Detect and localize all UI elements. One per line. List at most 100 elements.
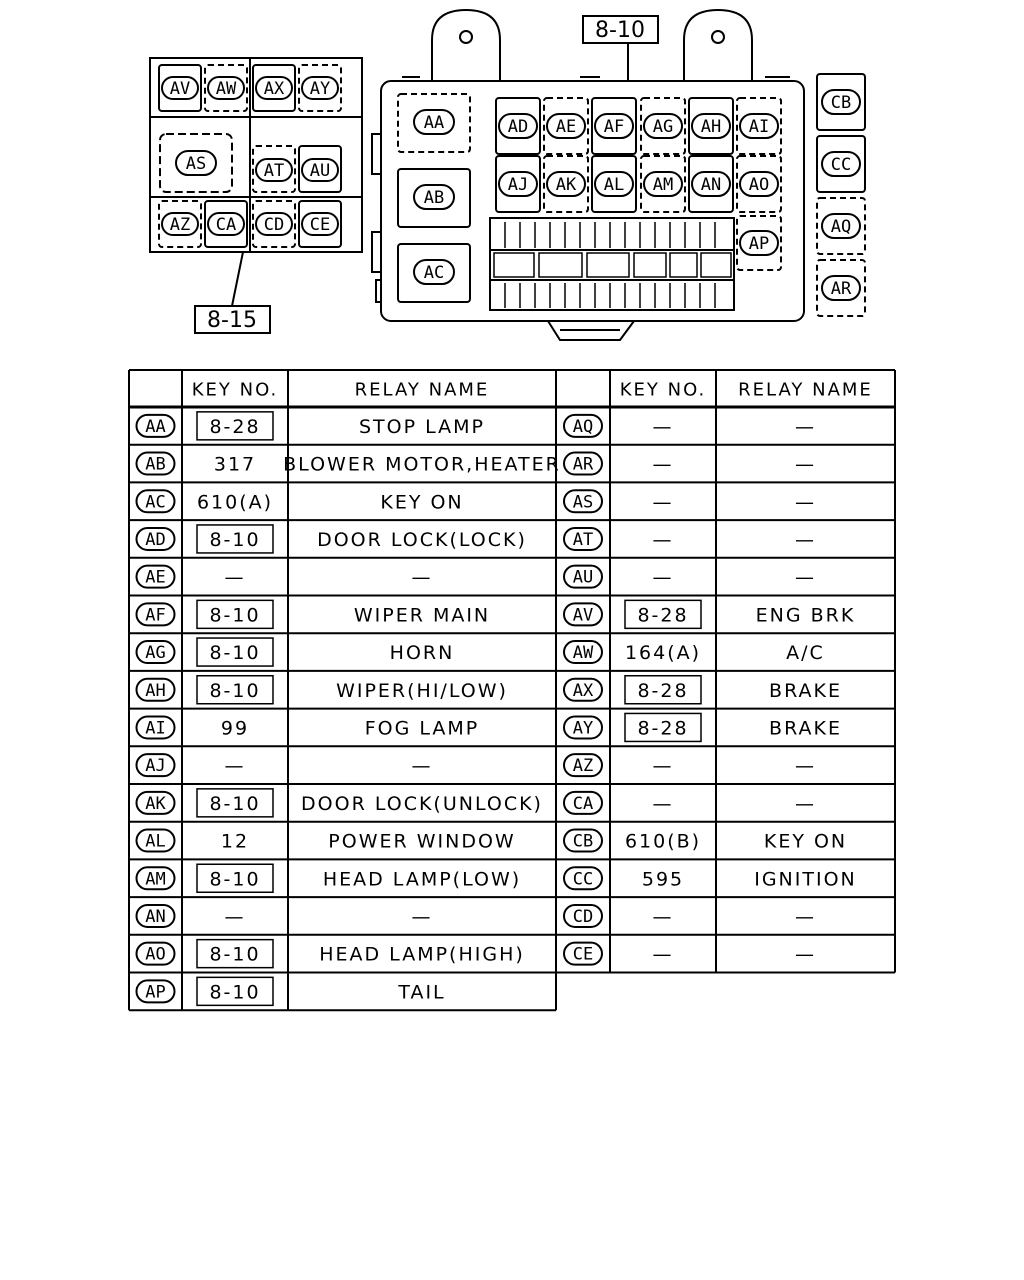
relay-id-oval [135,828,176,853]
svg-text:AA: AA [424,113,444,133]
key-no-box [196,863,274,893]
relay-id: AT [573,530,593,550]
key-no: 8-10 [209,642,260,664]
side-relay-box [816,135,866,193]
relay-name: IGNITION [754,868,857,890]
relay-as: AS [175,150,217,176]
key-no-box [196,524,274,554]
svg-text:AG: AG [653,117,673,137]
relay-ah: AH [691,113,731,139]
relay-name: — [795,491,816,513]
relay-id-oval [135,413,176,438]
svg-text:AK: AK [556,175,577,195]
relay-ap: AP [739,230,779,256]
relay-name: — [795,454,816,476]
svg-text:CE: CE [310,215,330,235]
relay-name: — [795,529,816,551]
relay-ag: AG [643,113,683,139]
relay-ax: AX [255,76,293,100]
relay-id-oval [135,489,176,514]
relay-name: ENG BRK [756,604,856,626]
svg-text:AE: AE [556,117,576,137]
relay-id-oval [563,564,603,589]
relay-aj: AJ [498,171,538,197]
relay-id: AE [145,568,165,588]
relay-id-oval [563,602,603,627]
main-relay-large-box [397,243,471,303]
key-no: 595 [642,868,684,890]
relay-name: KEY ON [764,831,847,853]
relay-id-oval [135,790,176,815]
relay-name: KEY ON [380,491,463,513]
key-no-box [196,675,274,705]
relay-id: AB [145,455,165,475]
relay-af: AF [594,113,634,139]
key-no-box [624,675,702,705]
svg-text:AI: AI [749,117,769,137]
key-no-box [196,788,274,818]
right-header-key-no: KEY NO. [620,380,707,401]
sub-relay-box [204,200,248,248]
callout-main: 8-10 [595,18,645,43]
svg-text:AW: AW [216,79,237,99]
relay-id: AW [573,643,594,663]
key-no: — [653,567,674,589]
main-relay-small-box [495,97,541,155]
key-no-box [196,411,274,441]
relay-name: — [412,906,433,928]
relay-id-oval [135,677,176,702]
relay-id-oval [135,640,176,665]
key-no: — [653,906,674,928]
key-no: 8-28 [209,416,260,438]
callout-sub: 8-15 [207,308,257,333]
relay-id-oval [563,640,603,665]
key-no: 8-10 [209,604,260,626]
svg-text:AD: AD [508,117,528,137]
sub-relay-box [252,64,296,112]
table-grid [128,369,896,1012]
relay-name: — [412,755,433,777]
relay-an: AN [691,171,731,197]
relay-ae: AE [546,113,586,139]
svg-text:AF: AF [604,117,624,137]
key-no: 8-28 [637,604,688,626]
relay-id: AG [145,643,165,663]
table-row: AR—— [563,451,816,476]
relay-ad: AD [498,113,538,139]
relay-id: CD [573,907,593,927]
svg-text:AX: AX [264,79,285,99]
table-row: AU—— [563,564,814,589]
callout-sub-box [194,305,271,334]
key-no-box [196,637,274,667]
relay-at: AT [255,158,293,182]
relay-id: AR [573,455,594,475]
key-no: 8-28 [637,680,688,702]
relay-name: WIPER(HI/LOW) [336,680,508,702]
relay-al: AL [594,171,634,197]
relay-ay: AY [301,76,339,100]
main-relay-small-box [736,215,782,271]
relay-name: HEAD LAMP(HIGH) [319,944,525,966]
relay-id: AY [573,718,593,738]
diagram-outlines [149,8,805,341]
relay-id-oval [563,715,603,740]
key-no: 8-10 [209,529,260,551]
table-row: AQ—— [563,413,814,438]
svg-text:CD: CD [264,215,284,235]
key-no: — [653,944,674,966]
relay-name: STOP LAMP [359,416,485,438]
sub-relay-box [298,64,342,112]
main-relay-small-box [688,155,734,213]
relay-id-oval [135,602,176,627]
svg-text:AB: AB [424,188,444,208]
